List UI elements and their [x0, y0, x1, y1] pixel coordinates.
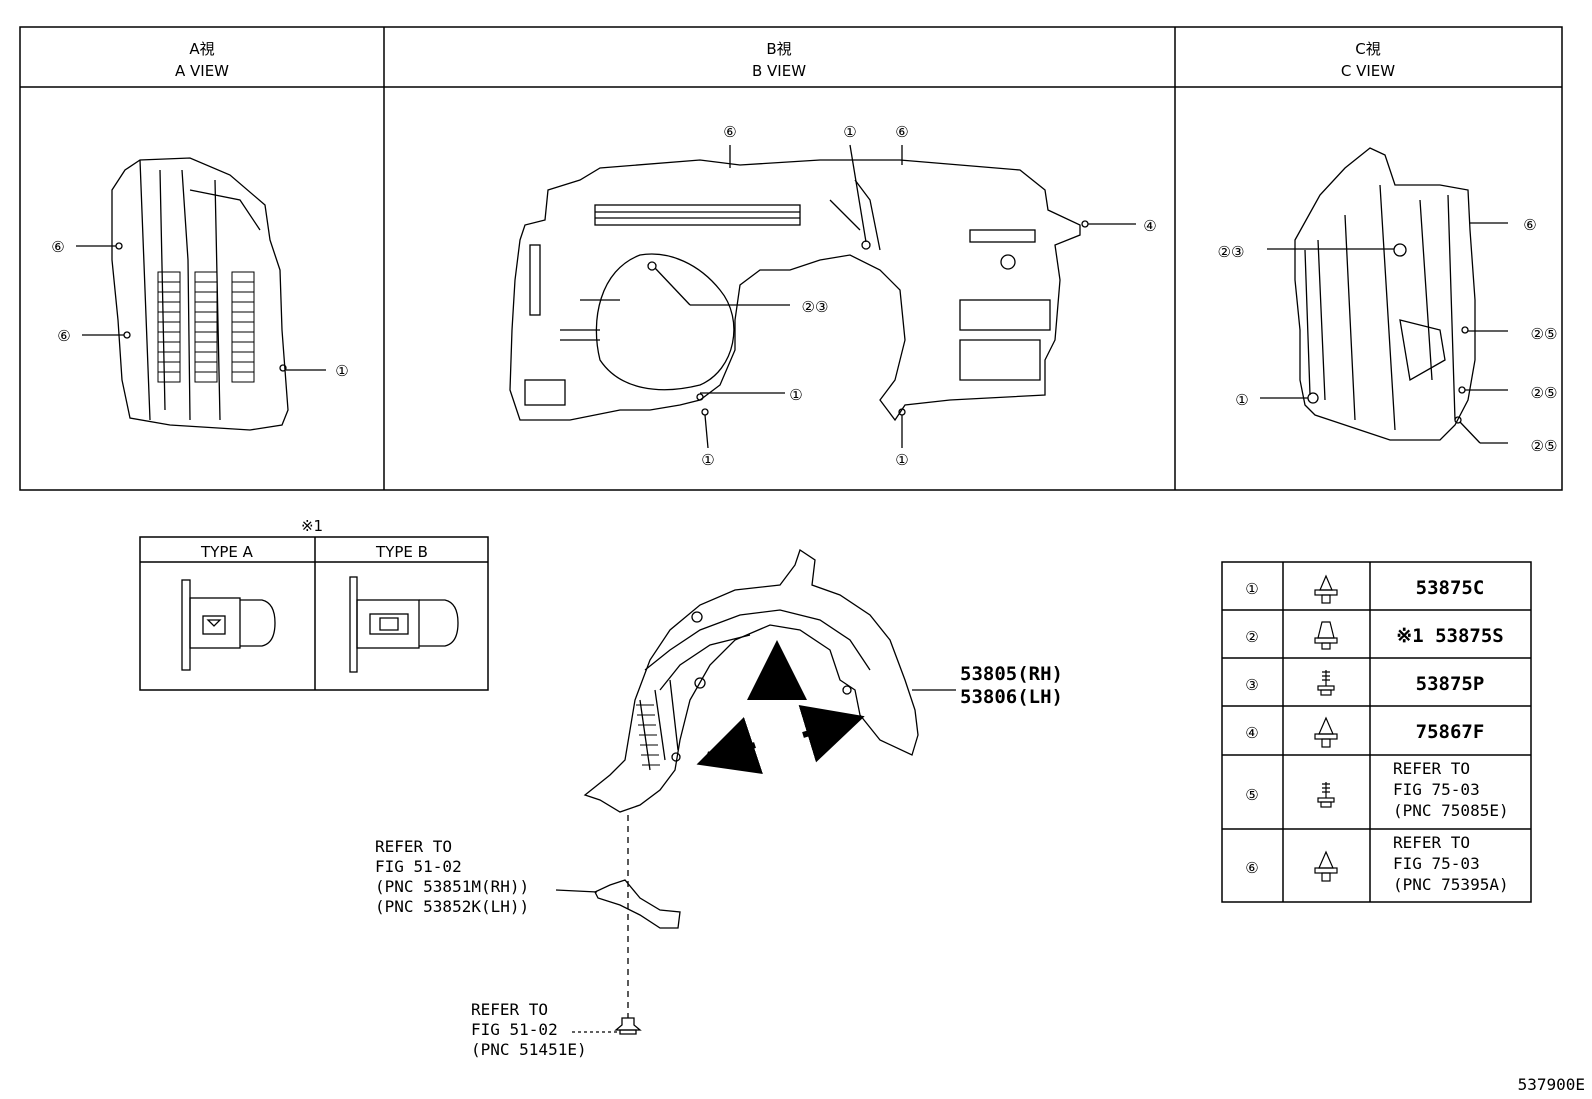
view-a-title-jp: A視: [189, 40, 214, 58]
table-row-1-part: 53875C: [1416, 577, 1485, 599]
table-row-4-clip-icon: [1314, 716, 1338, 748]
c-view-drawing: [1260, 147, 1508, 444]
b-callout-1-low-left: ①: [701, 451, 714, 469]
part-number-lh: 53806(LH): [960, 686, 1063, 708]
refer-liner-line3: (PNC 53851M(RH)): [375, 877, 529, 896]
a-view-drawing: [76, 157, 326, 431]
refer-bolt-line1: REFER TO: [471, 1000, 548, 1019]
arrow-b-label: B: [772, 645, 782, 664]
arrow-a-label: A: [704, 748, 714, 767]
b-callout-6-right: ⑥: [895, 123, 908, 141]
parts-table: [1221, 561, 1532, 903]
c-callout-2-5-upper: ②⑤: [1531, 325, 1558, 343]
table-row-4-num: ④: [1245, 724, 1258, 742]
b-view-drawing: [509, 144, 1136, 449]
clip-type-a-icon: [181, 579, 276, 671]
view-a-title-en: A VIEW: [175, 62, 229, 80]
c-callout-1: ①: [1235, 391, 1248, 409]
refer-liner-line1: REFER TO: [375, 837, 452, 856]
c-callout-2-5-mid: ②⑤: [1531, 384, 1558, 402]
table-row-6-part-line2: FIG 75-03: [1393, 854, 1480, 873]
bolt-drawing: [572, 1017, 642, 1035]
table-row-1-num: ①: [1245, 580, 1258, 598]
view-c-title-en: C VIEW: [1341, 62, 1395, 80]
c-callout-2-5-lower: ②⑤: [1531, 437, 1558, 455]
table-row-6-clip-icon: [1314, 850, 1338, 882]
table-row-6-num: ⑥: [1245, 859, 1258, 877]
table-row-5-screw-icon: [1317, 782, 1335, 808]
a-callout-6-upper: ⑥: [51, 238, 64, 256]
view-b-title-jp: B視: [766, 40, 791, 58]
table-row-5-part-line2: FIG 75-03: [1393, 780, 1480, 799]
views-frame: [19, 26, 1563, 491]
refer-bolt-line3: (PNC 51451E): [471, 1040, 587, 1059]
c-callout-6: ⑥: [1523, 216, 1536, 234]
refer-liner-line4: (PNC 53852K(LH)): [375, 897, 529, 916]
table-row-3-part: 53875P: [1416, 673, 1485, 695]
table-row-5-part-line1: REFER TO: [1393, 759, 1470, 778]
type-box: [139, 536, 489, 691]
b-callout-1-top: ①: [843, 123, 856, 141]
table-row-3-num: ③: [1245, 676, 1258, 694]
c-callout-2-3: ②③: [1218, 243, 1245, 261]
b-callout-4: ④: [1143, 217, 1156, 235]
table-row-4-part: 75867F: [1416, 721, 1485, 743]
diagram-id: 537900E: [1518, 1075, 1585, 1094]
table-row-6-part-line3: (PNC 75395A): [1393, 875, 1509, 894]
refer-liner-line2: FIG 51-02: [375, 857, 462, 876]
b-callout-2-3: ②③: [802, 298, 829, 316]
type-b-label: TYPE B: [375, 543, 428, 561]
view-b-title-en: B VIEW: [752, 62, 806, 80]
table-row-2-clip-icon: [1314, 621, 1338, 650]
a-callout-1: ①: [335, 362, 348, 380]
view-c-title-jp: C視: [1355, 40, 1380, 58]
table-row-2-part: ※1 53875S: [1396, 625, 1503, 647]
arrow-c-label: C: [845, 712, 855, 731]
part-number-rh: 53805(RH): [960, 663, 1063, 685]
fender-liner-drawing: [583, 548, 956, 1018]
b-callout-1-mid: ①: [789, 386, 802, 404]
b-callout-6-left: ⑥: [723, 123, 736, 141]
type-box-note: ※1: [301, 517, 323, 535]
table-row-5-part-line3: (PNC 75085E): [1393, 801, 1509, 820]
table-row-6-part-line1: REFER TO: [1393, 833, 1470, 852]
table-row-5-num: ⑤: [1245, 786, 1258, 804]
b-callout-1-low-right: ①: [895, 451, 908, 469]
table-row-1-clip-icon: [1314, 574, 1338, 604]
type-a-label: TYPE A: [200, 543, 254, 561]
table-row-2-num: ②: [1245, 628, 1258, 646]
bracket-drawing: [555, 879, 681, 929]
table-row-3-screw-icon: [1317, 670, 1335, 696]
clip-type-b-icon: [349, 576, 459, 673]
a-callout-6-lower: ⑥: [57, 327, 70, 345]
refer-bolt-line2: FIG 51-02: [471, 1020, 558, 1039]
